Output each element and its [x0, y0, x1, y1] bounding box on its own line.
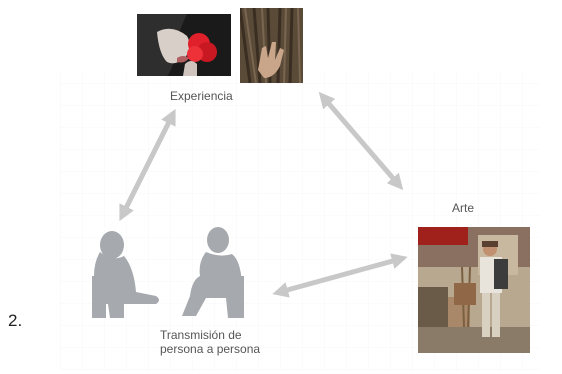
arrow-experiencia-arte	[318, 91, 404, 191]
arte-label: Arte	[452, 201, 475, 215]
transmision-label-line1: Transmisión de	[160, 328, 242, 342]
arrow-arte-transmision	[272, 253, 408, 298]
transmision-label-line2: persona a persona	[160, 342, 261, 356]
experiencia-label: Experiencia	[170, 89, 233, 103]
transmision-label: Transmisión de persona a persona	[160, 328, 260, 356]
person-left-silhouette	[92, 231, 159, 318]
hand-on-bark-photo	[240, 8, 303, 83]
artisan-photo	[418, 227, 530, 353]
person-right-silhouette	[182, 227, 244, 318]
arrow-experiencia-transmision	[119, 108, 176, 222]
face-rose-photo	[137, 14, 231, 76]
slide-number: 2.	[8, 311, 23, 330]
